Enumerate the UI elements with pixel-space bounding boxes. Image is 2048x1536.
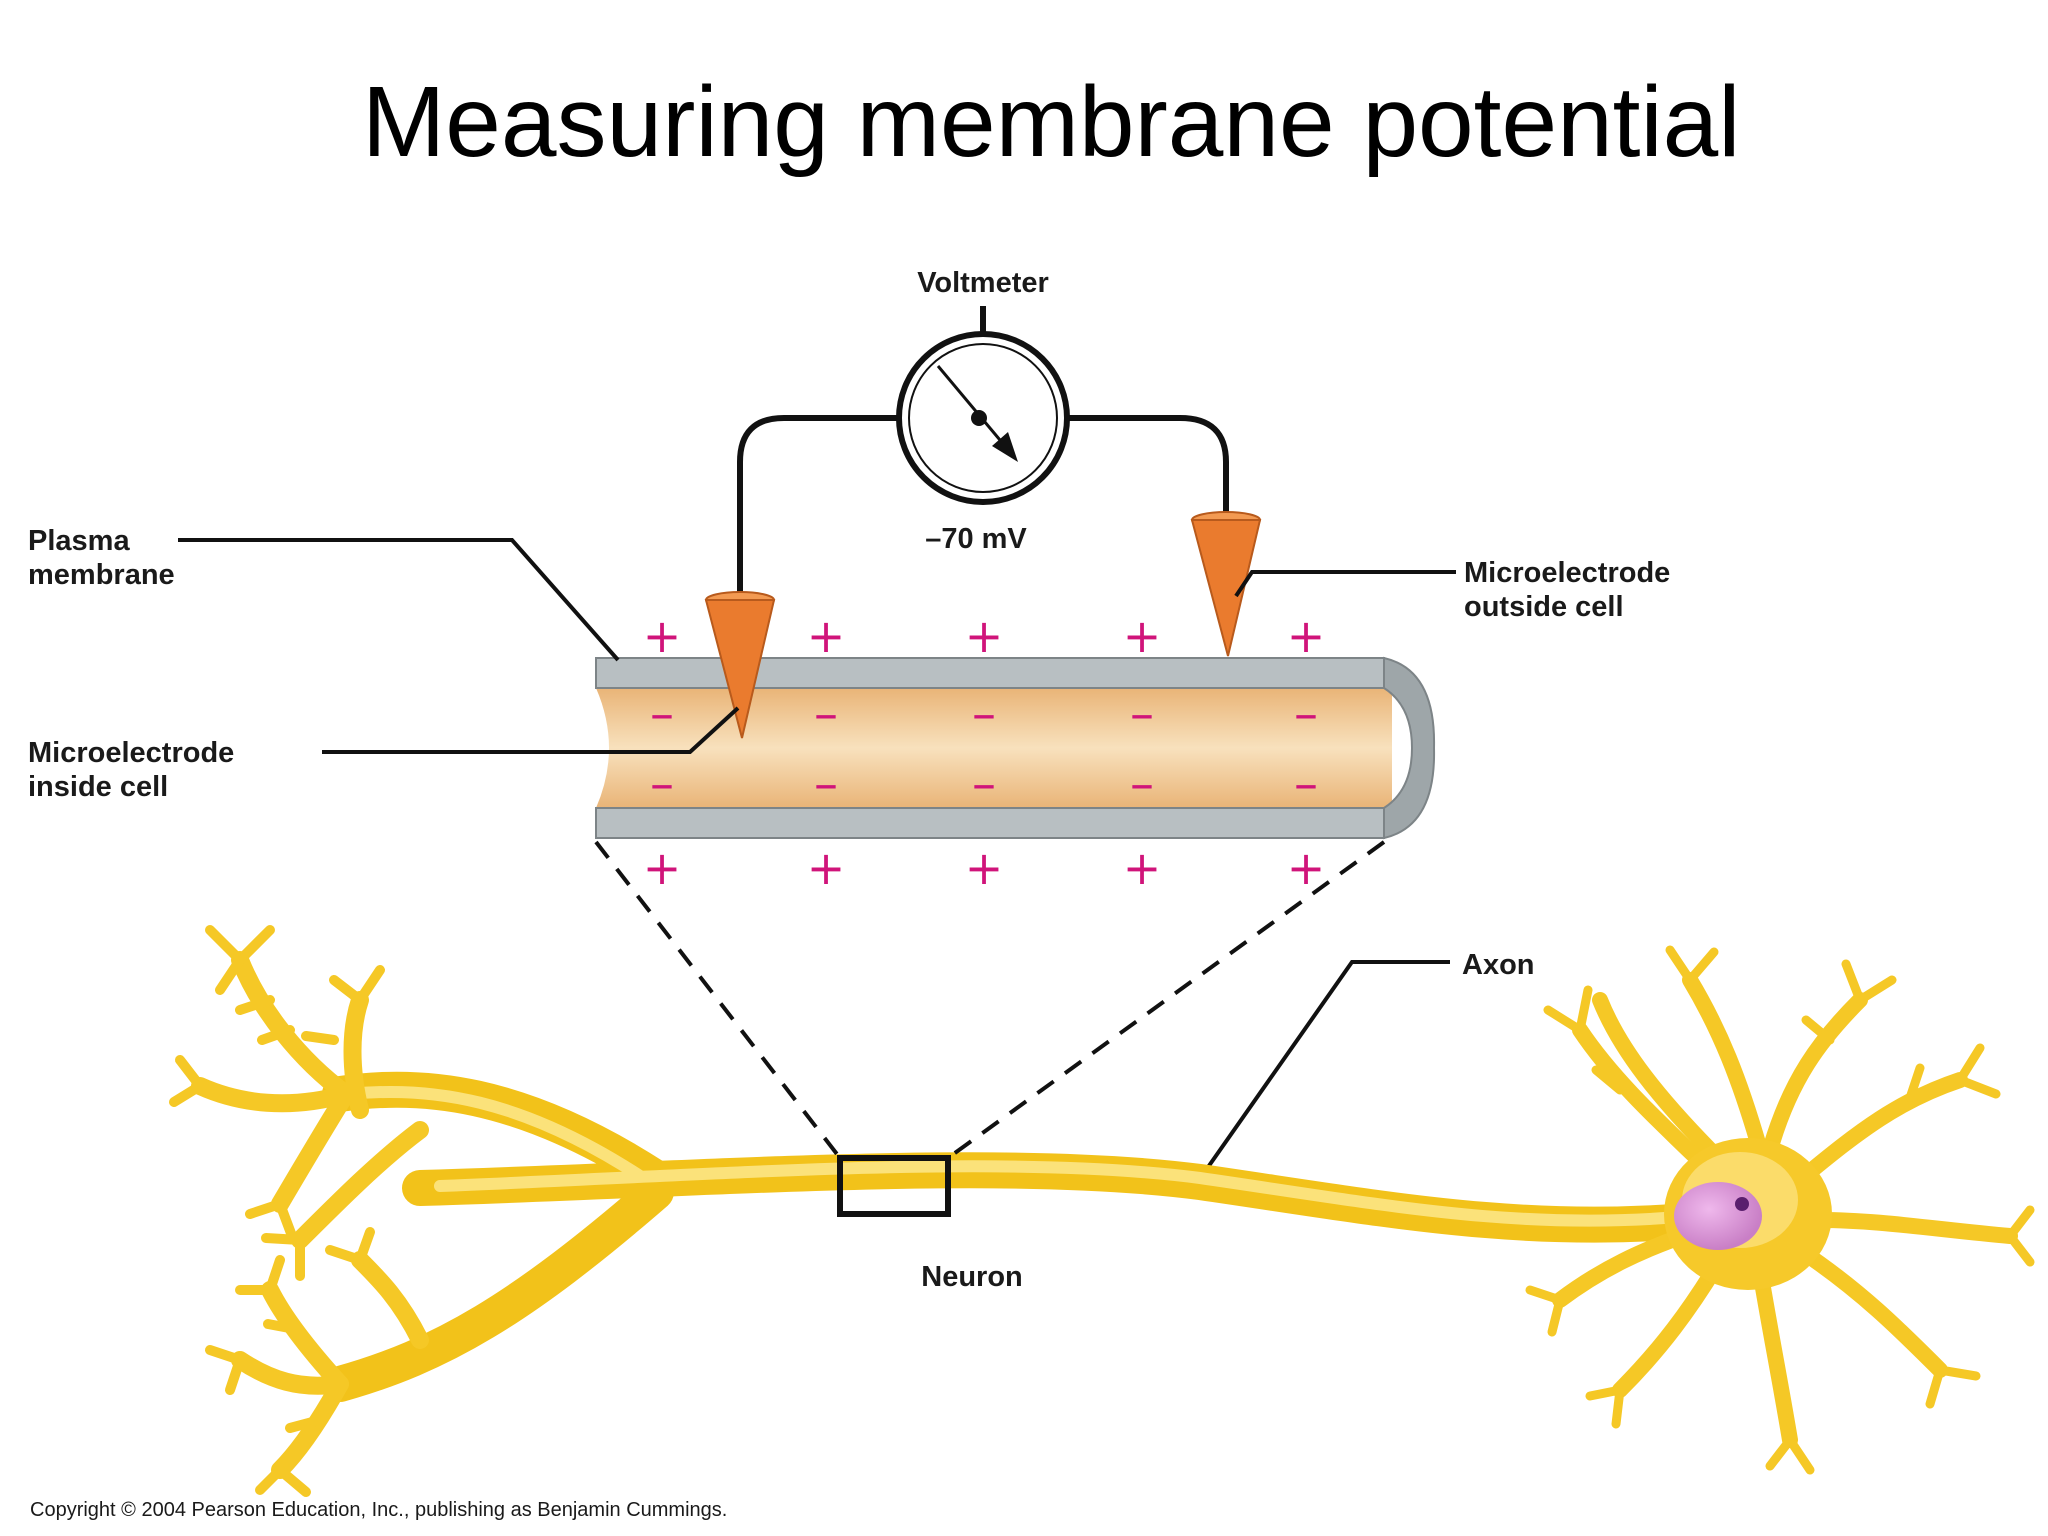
electrode-outside-leader	[1234, 570, 1456, 598]
voltmeter-label: Voltmeter	[917, 267, 1049, 299]
negative-charge: –	[814, 686, 838, 742]
zoom-indicator	[594, 840, 1386, 1217]
electrode-inside-label: Microelectrode	[28, 737, 234, 769]
plasma-membrane-label: Plasma	[28, 525, 130, 557]
voltage-reading: –70 mV	[925, 523, 1027, 555]
outside-charges-top: + + + + +	[643, 609, 1326, 663]
negative-charge: –	[972, 756, 996, 812]
voltmeter-needle	[936, 365, 1018, 462]
nucleus	[1674, 1182, 1762, 1250]
negative-charge: –	[1294, 756, 1318, 812]
negative-charge: –	[1294, 686, 1318, 742]
negative-charge: –	[1130, 686, 1154, 742]
microelectrode-inside	[704, 591, 776, 739]
plasma-membrane-label: membrane	[28, 559, 175, 591]
labels: Voltmeter –70 mV Plasma membrane Microel…	[28, 267, 1670, 1521]
positive-charge: +	[643, 609, 682, 663]
electrode-outside-label: outside cell	[1464, 591, 1624, 623]
electrode-inside-leader	[322, 706, 740, 754]
positive-charge: +	[807, 609, 846, 663]
neuron	[169, 925, 2035, 1497]
negative-charge: –	[650, 686, 674, 742]
positive-charge: +	[1123, 841, 1162, 895]
negative-charge: –	[650, 756, 674, 812]
negative-charge: –	[1130, 756, 1154, 812]
zoom-box	[837, 1155, 951, 1217]
positive-charge: +	[965, 841, 1004, 895]
positive-charge: +	[643, 841, 682, 895]
microelectrode-outside	[1190, 511, 1262, 657]
positive-charge: +	[965, 609, 1004, 663]
electrode-inside-label: inside cell	[28, 771, 168, 803]
leader-lines	[178, 538, 1456, 1172]
neuron-label: Neuron	[921, 1261, 1023, 1293]
negative-charge: –	[972, 686, 996, 742]
nucleolus	[1735, 1197, 1749, 1211]
slide-title: Measuring membrane potential	[362, 66, 1741, 178]
positive-charge: +	[1287, 609, 1326, 663]
copyright-notice: Copyright © 2004 Pearson Education, Inc.…	[30, 1499, 727, 1521]
axon-label: Axon	[1462, 949, 1535, 981]
plasma-membrane-bottom	[595, 807, 1385, 839]
membrane-end-cap	[1383, 656, 1436, 840]
cytoplasm	[596, 688, 1392, 808]
axon-leader	[1204, 960, 1450, 1172]
voltmeter	[737, 306, 1229, 598]
positive-charge: +	[807, 841, 846, 895]
positive-charge: +	[1287, 841, 1326, 895]
inside-charges-upper: – – – – –	[650, 686, 1318, 742]
plasma-membrane-leader	[178, 538, 620, 662]
outside-charges-bottom: + + + + +	[643, 841, 1326, 895]
axon-cross-section	[595, 656, 1436, 840]
electrode-outside-label: Microelectrode	[1464, 557, 1670, 589]
positive-charge: +	[1123, 609, 1162, 663]
inside-charges-lower: – – – – –	[650, 756, 1318, 812]
negative-charge: –	[814, 756, 838, 812]
